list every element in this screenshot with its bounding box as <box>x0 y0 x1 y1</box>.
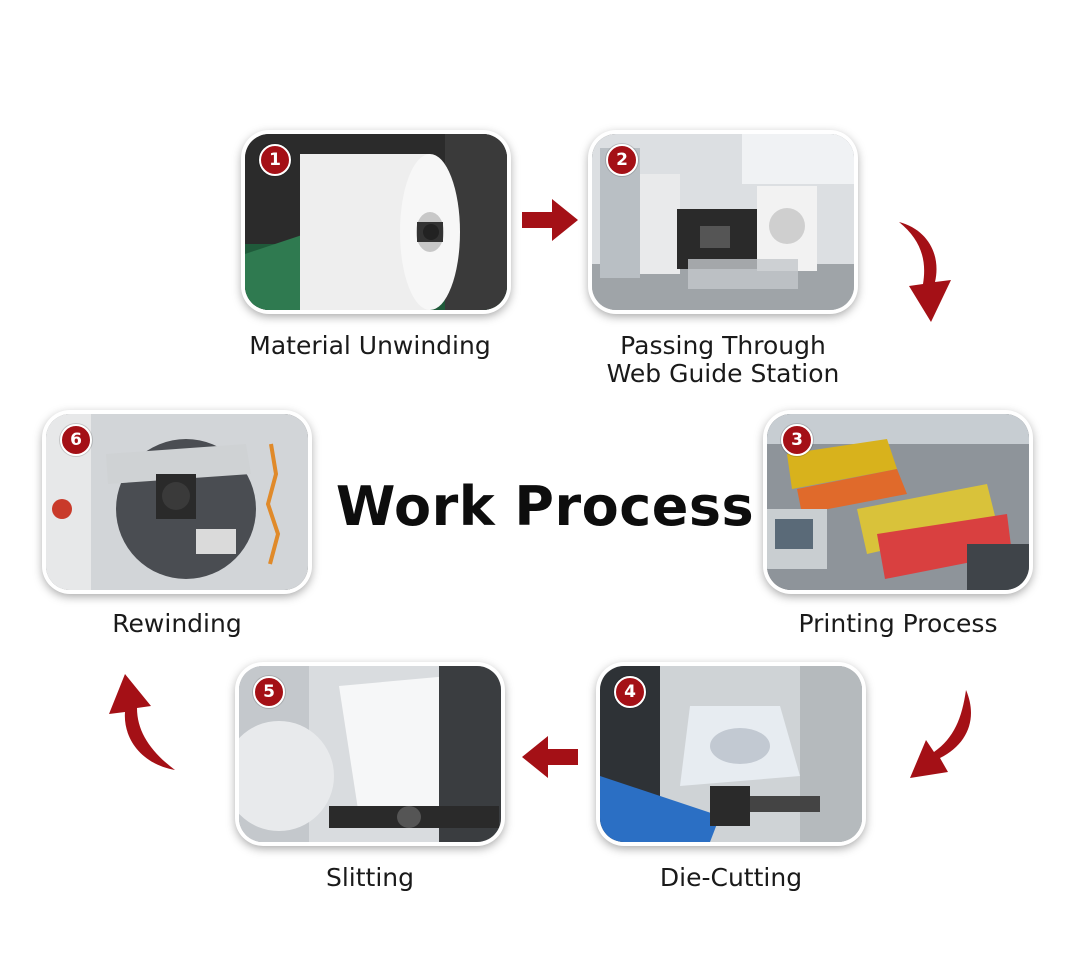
step-2-label-line2: Web Guide Station <box>606 359 840 388</box>
step-1-label: Material Unwinding <box>249 331 491 360</box>
step-5-badge: 5 <box>253 676 285 708</box>
step-5-photo: 5 <box>239 666 501 842</box>
diagram-title: Work Process <box>335 475 755 538</box>
arrow-down-left-icon <box>908 688 980 784</box>
step-4-label: Die-Cutting <box>659 863 803 892</box>
step-2-label-line1: Passing Through <box>620 331 826 360</box>
step-6-photo: 6 <box>46 414 308 590</box>
step-1-badge: 1 <box>259 144 291 176</box>
step-4-badge: 4 <box>614 676 646 708</box>
step-4-photo: 4 <box>600 666 862 842</box>
arrow-left-icon <box>520 732 580 782</box>
step-3-label: Printing Process <box>798 609 998 638</box>
step-2-badge: 2 <box>606 144 638 176</box>
step-2-photo: 2 <box>592 134 854 310</box>
step-6-label: Rewinding <box>112 609 242 638</box>
arrow-curved-down-icon <box>895 218 965 324</box>
step-3-photo: 3 <box>767 414 1029 590</box>
step-5-label: Slitting <box>325 863 415 892</box>
arrow-right-icon <box>520 195 580 245</box>
step-3-badge: 3 <box>781 424 813 456</box>
step-6-badge: 6 <box>60 424 92 456</box>
step-1-photo: 1 <box>245 134 507 310</box>
arrow-curved-up-icon <box>103 672 179 772</box>
